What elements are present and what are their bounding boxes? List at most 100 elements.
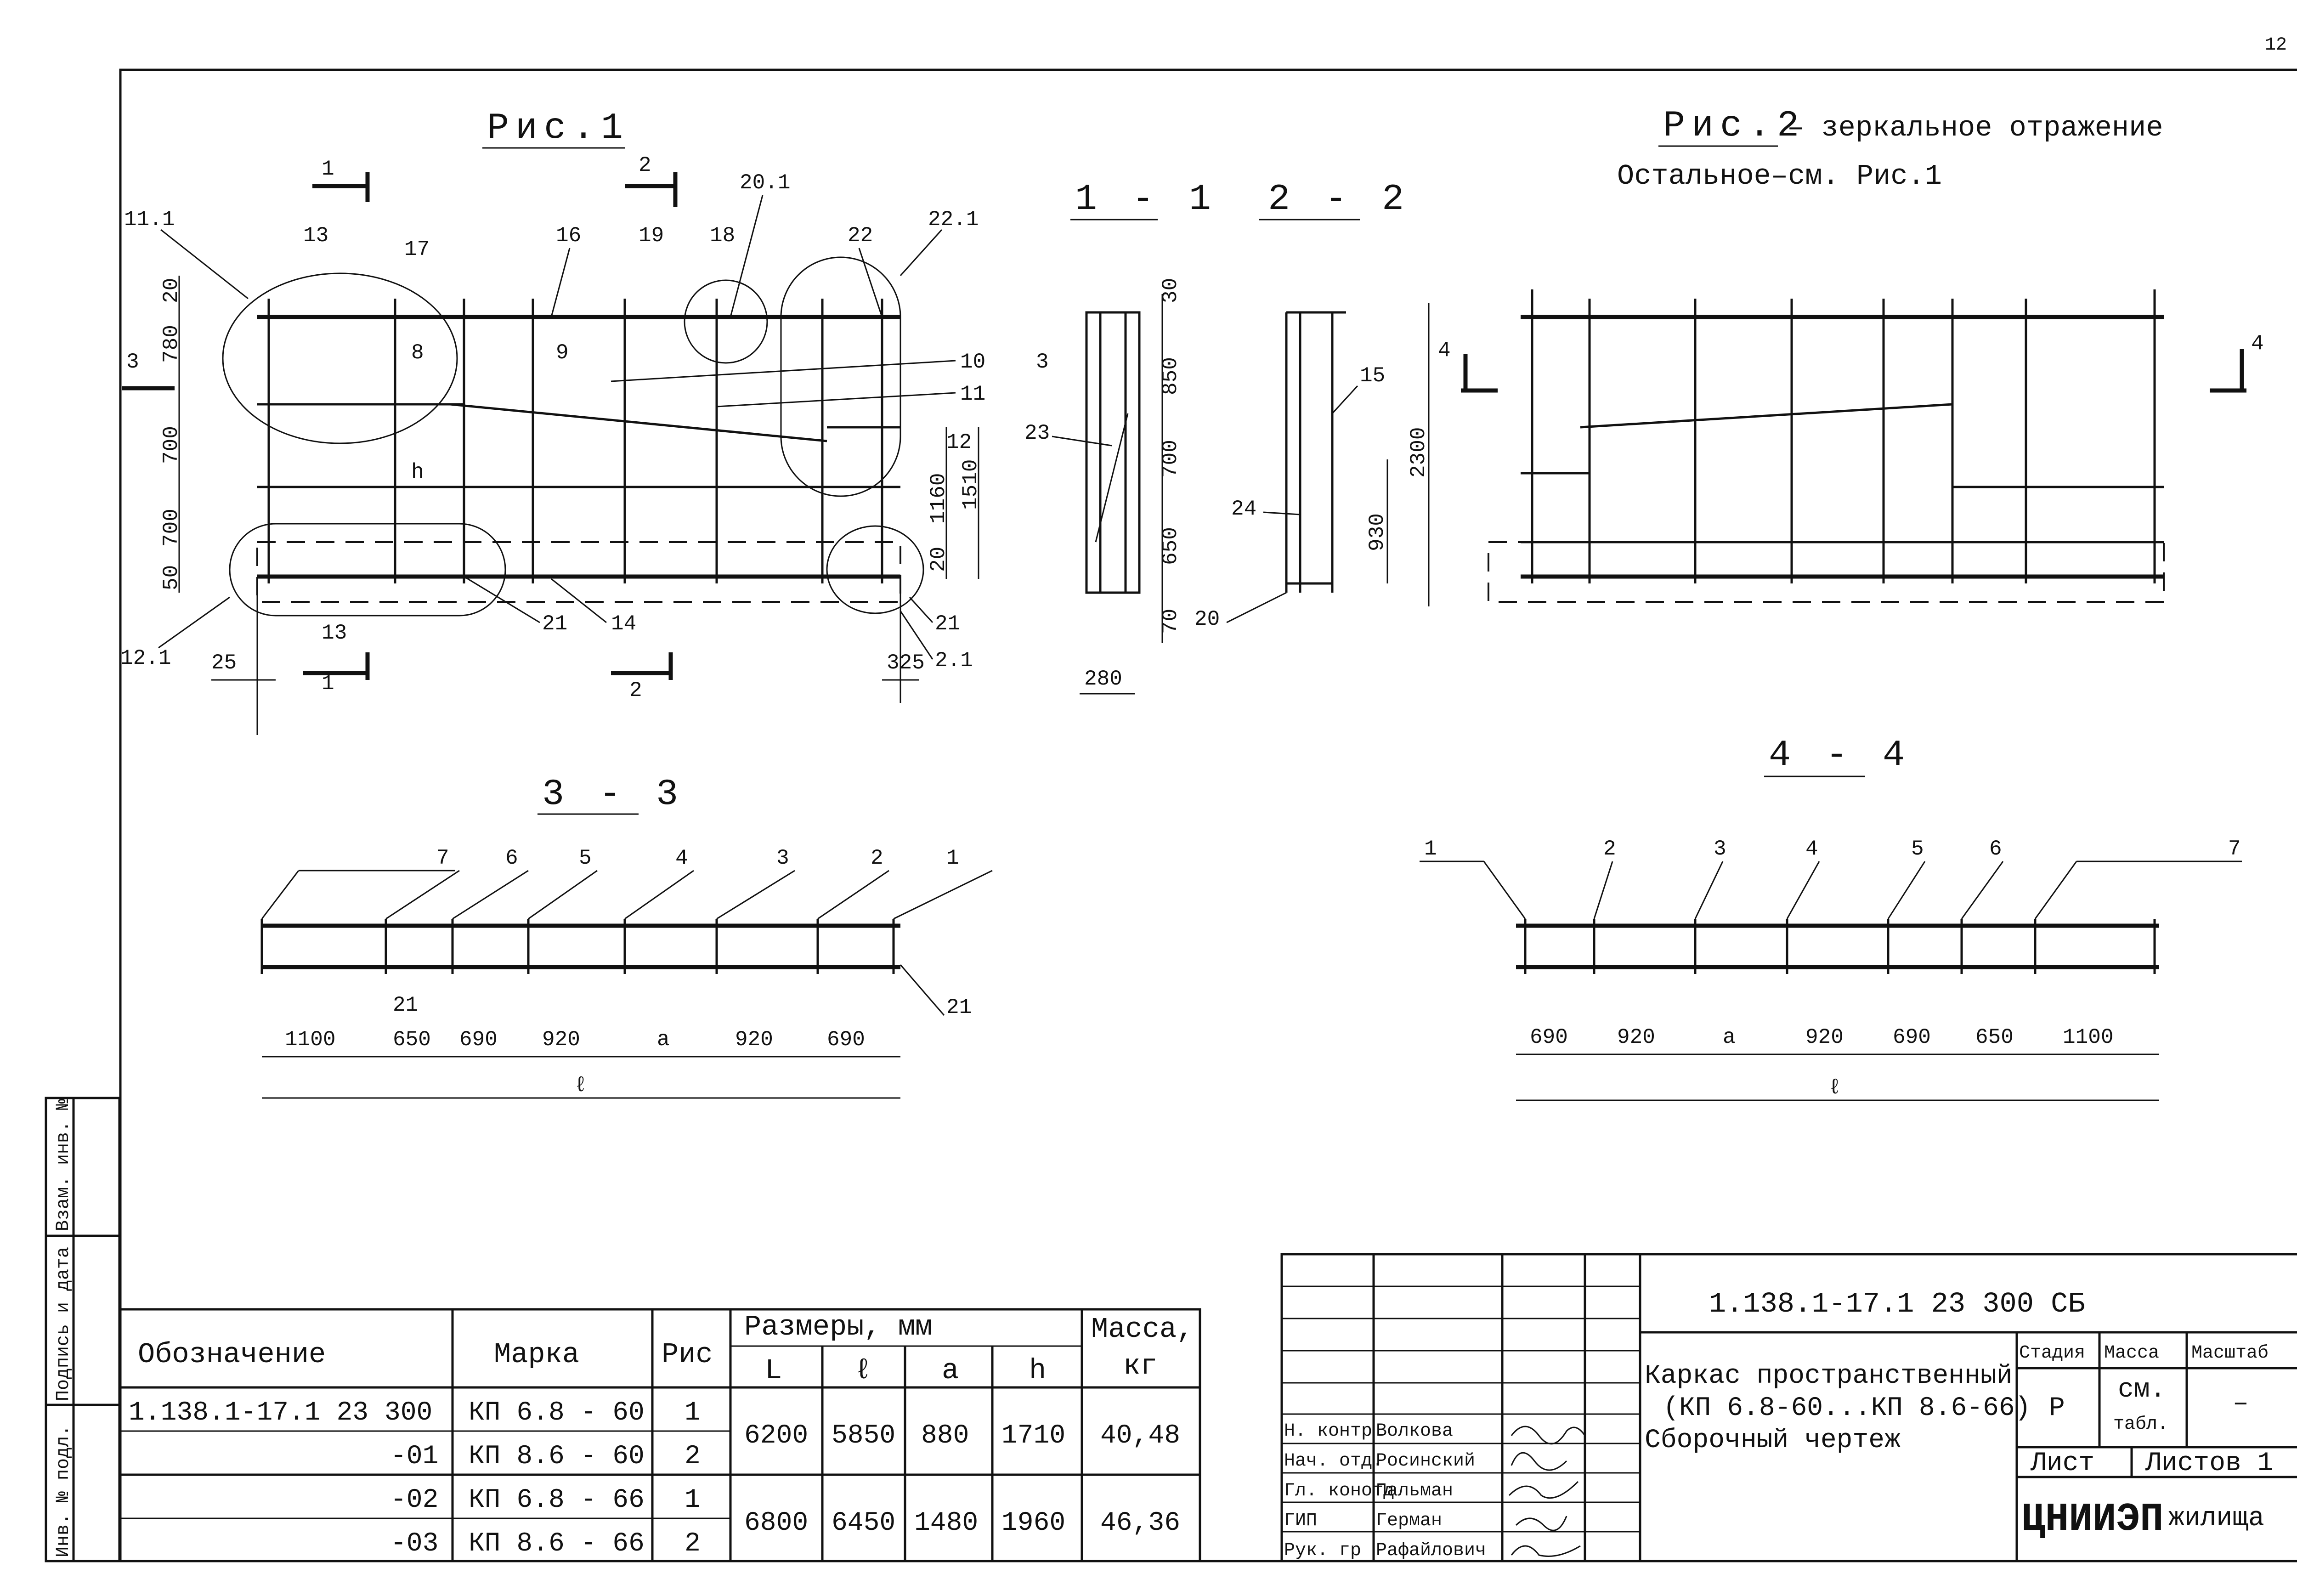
svg-text:690: 690 bbox=[1893, 1025, 1931, 1049]
svg-text:a: a bbox=[942, 1354, 959, 1387]
svg-text:КП 8.6 - 66: КП 8.6 - 66 bbox=[469, 1529, 645, 1559]
svg-text:Подпись и дата: Подпись и дата bbox=[53, 1247, 74, 1401]
svg-text:1960: 1960 bbox=[1001, 1508, 1065, 1538]
svg-text:Рук. гр: Рук. гр bbox=[1284, 1540, 1361, 1561]
svg-text:1480: 1480 bbox=[914, 1508, 978, 1538]
svg-text:20: 20 bbox=[159, 278, 183, 303]
svg-text:–: – bbox=[2233, 1389, 2249, 1419]
svg-text:a: a bbox=[1723, 1025, 1736, 1049]
svg-text:ℓ: ℓ bbox=[854, 1354, 871, 1387]
svg-text:920: 920 bbox=[1617, 1025, 1655, 1049]
svg-text:11: 11 bbox=[960, 382, 985, 406]
svg-text:ℓ: ℓ bbox=[574, 1074, 587, 1098]
svg-text:Масса: Масса bbox=[2104, 1343, 2159, 1364]
svg-text:Волкова: Волкова bbox=[1376, 1421, 1453, 1442]
svg-text:780: 780 bbox=[159, 325, 183, 363]
svg-text:Герман: Герман bbox=[1376, 1511, 1442, 1531]
svg-text:700: 700 bbox=[159, 509, 183, 547]
svg-text:4: 4 bbox=[2251, 332, 2264, 356]
doc-code: 1.138.1-17.1 23 300 СБ bbox=[1709, 1288, 2085, 1320]
svg-text:2 - 2: 2 - 2 bbox=[1268, 179, 1410, 221]
svg-text:1: 1 bbox=[1424, 837, 1437, 861]
svg-text:Масштаб: Масштаб bbox=[2191, 1343, 2269, 1364]
svg-text:см.: см. bbox=[2118, 1375, 2166, 1405]
svg-text:12.1: 12.1 bbox=[120, 646, 171, 670]
svg-text:23: 23 bbox=[1024, 421, 1050, 445]
title-block: 1.138.1-17.1 23 300 СБ Каркас пространст… bbox=[1280, 1253, 2297, 1562]
svg-text:2: 2 bbox=[685, 1442, 701, 1471]
svg-text:690: 690 bbox=[1530, 1025, 1568, 1049]
svg-text:-02: -02 bbox=[390, 1485, 438, 1515]
svg-text:8: 8 bbox=[411, 341, 424, 365]
svg-text:Остальное–см. Рис.1: Остальное–см. Рис.1 bbox=[1617, 160, 1942, 192]
svg-text:280: 280 bbox=[1084, 667, 1122, 691]
svg-text:22.1: 22.1 bbox=[928, 208, 979, 232]
svg-text:2.1: 2.1 bbox=[935, 649, 973, 673]
svg-text:1.138.1-17.1 23 300: 1.138.1-17.1 23 300 bbox=[129, 1398, 432, 1428]
svg-text:1160: 1160 bbox=[927, 473, 950, 524]
svg-text:1510: 1510 bbox=[959, 459, 983, 510]
svg-text:Пальман: Пальман bbox=[1376, 1481, 1453, 1501]
svg-text:6800: 6800 bbox=[744, 1508, 808, 1538]
svg-text:КП 6.8 - 66: КП 6.8 - 66 bbox=[469, 1485, 645, 1515]
svg-text:13: 13 bbox=[322, 621, 347, 645]
svg-text:4 - 4: 4 - 4 bbox=[1769, 735, 1911, 776]
svg-text:Нач. отд.: Нач. отд. bbox=[1284, 1451, 1383, 1471]
svg-text:22: 22 bbox=[848, 224, 873, 248]
svg-text:Взам. инв. №: Взам. инв. № bbox=[53, 1099, 74, 1231]
svg-text:5: 5 bbox=[1911, 837, 1924, 861]
svg-text:6: 6 bbox=[505, 846, 518, 870]
svg-text:1100: 1100 bbox=[285, 1028, 335, 1052]
svg-text:15: 15 bbox=[1360, 364, 1385, 388]
svg-text:Р: Р bbox=[2049, 1393, 2065, 1423]
svg-text:Стадия: Стадия bbox=[2019, 1343, 2085, 1364]
svg-text:920: 920 bbox=[542, 1028, 580, 1052]
svg-text:25: 25 bbox=[211, 651, 237, 675]
svg-text:4: 4 bbox=[1805, 837, 1818, 861]
table-row: 1.138.1-17.1 23 300 КП 6.8 - 60 1 bbox=[129, 1398, 701, 1428]
svg-text:850: 850 bbox=[1159, 357, 1182, 395]
svg-text:табл.: табл. bbox=[2113, 1414, 2168, 1435]
svg-text:ℓ: ℓ bbox=[1828, 1076, 1841, 1100]
svg-text:21: 21 bbox=[542, 612, 567, 636]
svg-text:880: 880 bbox=[921, 1421, 969, 1451]
svg-text:21: 21 bbox=[946, 996, 972, 1019]
svg-text:18: 18 bbox=[710, 224, 735, 248]
svg-text:1: 1 bbox=[685, 1485, 701, 1515]
svg-text:Рафайлович: Рафайлович bbox=[1376, 1540, 1486, 1561]
svg-text:2: 2 bbox=[629, 679, 642, 702]
svg-text:11.1: 11.1 bbox=[124, 208, 175, 232]
svg-text:(КП 6.8-60...КП 8.6-66): (КП 6.8-60...КП 8.6-66) bbox=[1663, 1393, 2031, 1423]
svg-text:21: 21 bbox=[393, 993, 418, 1017]
svg-text:1710: 1710 bbox=[1001, 1421, 1065, 1451]
svg-text:Лист: Лист bbox=[2030, 1449, 2094, 1478]
svg-text:20: 20 bbox=[1194, 607, 1220, 631]
svg-text:Каркас пространственный: Каркас пространственный bbox=[1645, 1361, 2013, 1391]
svg-text:10: 10 bbox=[960, 350, 985, 374]
table-row: -01 КП 8.6 - 60 2 bbox=[390, 1442, 701, 1471]
svg-text:16: 16 bbox=[556, 224, 581, 248]
svg-text:650: 650 bbox=[1159, 527, 1182, 565]
svg-text:1100: 1100 bbox=[2063, 1025, 2113, 1049]
svg-text:Листов 1: Листов 1 bbox=[2145, 1449, 2273, 1478]
svg-text:7: 7 bbox=[2228, 837, 2241, 861]
fig2-view: Рис.2 – зеркальное отражение Остальное–с… bbox=[1438, 105, 2264, 603]
svg-text:930: 930 bbox=[1365, 513, 1389, 551]
svg-text:920: 920 bbox=[1805, 1025, 1844, 1049]
svg-text:13: 13 bbox=[303, 224, 328, 248]
svg-text:h: h bbox=[411, 460, 424, 484]
svg-text:3: 3 bbox=[126, 350, 139, 374]
svg-text:650: 650 bbox=[1975, 1025, 2014, 1049]
svg-text:20: 20 bbox=[927, 547, 950, 572]
header-fig: Рис bbox=[662, 1338, 713, 1371]
svg-text:70: 70 bbox=[1159, 609, 1182, 634]
svg-text:24: 24 bbox=[1231, 497, 1256, 521]
sheet-frame bbox=[119, 68, 2297, 1562]
organization-logo: ЦНИИЭП bbox=[2021, 1497, 2164, 1542]
svg-text:Н. контр: Н. контр bbox=[1284, 1421, 1372, 1442]
svg-text:7: 7 bbox=[436, 846, 449, 870]
section-4-4: 4 - 4 1 2 3 4 5 6 7 bbox=[1420, 735, 2242, 1101]
svg-text:5: 5 bbox=[579, 846, 592, 870]
svg-text:6200: 6200 bbox=[744, 1421, 808, 1451]
